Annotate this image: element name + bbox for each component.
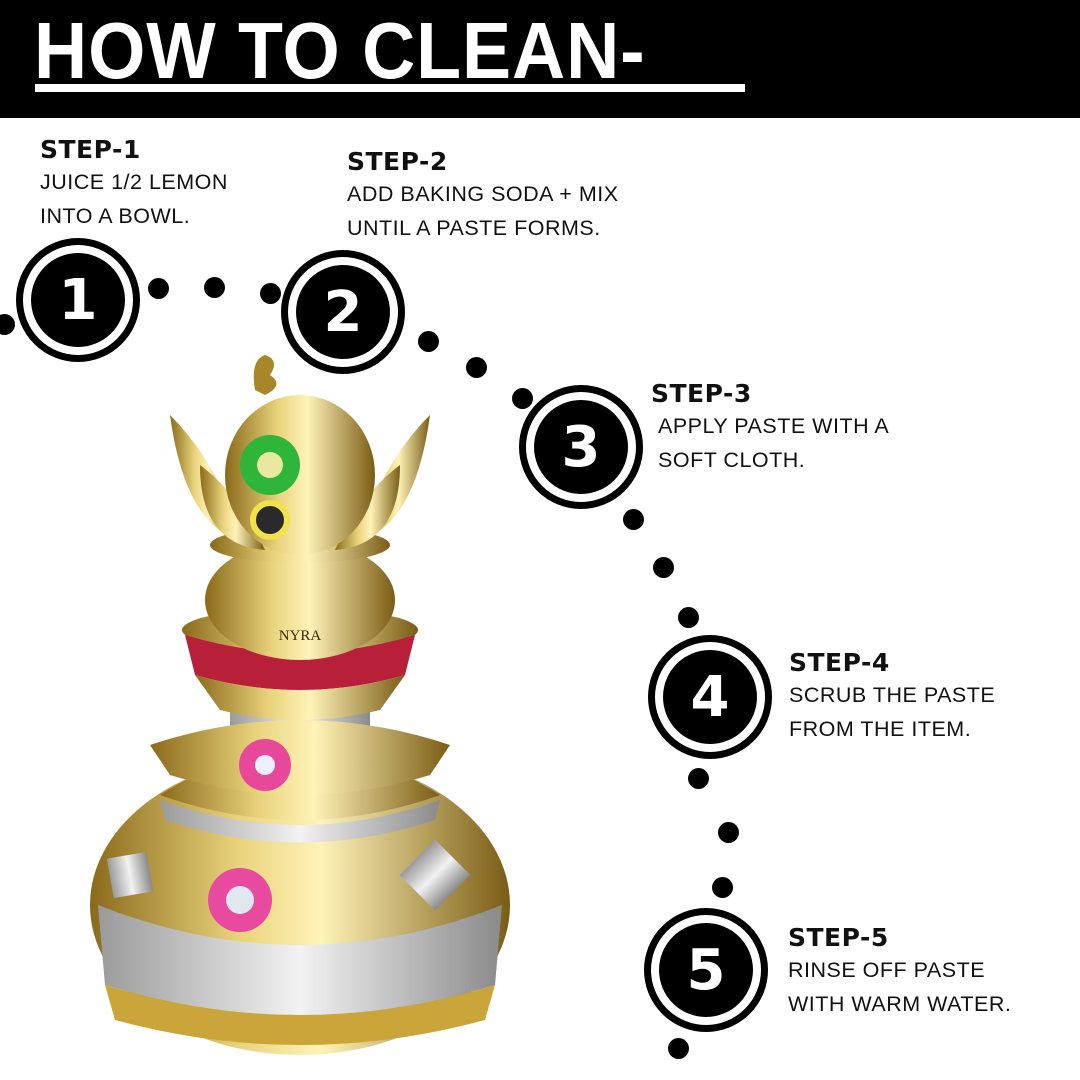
step-4-text: STEP-4 SCRUB THE PASTE FROM THE ITEM.	[789, 648, 995, 746]
path-dot	[718, 822, 739, 843]
path-dot	[653, 557, 674, 578]
step-line: ADD BAKING SODA + MIX	[347, 182, 619, 206]
brand-logo: NYRA	[279, 628, 322, 644]
step-5-badge: 5	[644, 908, 768, 1032]
step-line: SOFT CLOTH.	[658, 448, 806, 472]
path-dot	[512, 388, 533, 409]
step-title: STEP-2	[347, 147, 448, 176]
path-dot	[0, 314, 15, 335]
step-number: 3	[534, 400, 628, 494]
step-line: INTO A BOWL.	[40, 204, 191, 228]
step-number: 2	[296, 265, 390, 359]
step-line: FROM THE ITEM.	[789, 717, 972, 741]
path-dot	[623, 509, 644, 530]
step-line: JUICE 1/2 LEMON	[40, 170, 228, 194]
path-dot	[418, 331, 439, 352]
step-line: RINSE OFF PASTE	[788, 958, 986, 982]
brass-kalash-image: NYRA	[90, 355, 510, 1055]
step-2-badge: 2	[281, 250, 405, 374]
step-line: WITH WARM WATER.	[788, 992, 1012, 1016]
header-banner: HOW TO CLEAN-	[0, 0, 1080, 118]
path-dot	[668, 1038, 689, 1059]
title-underline	[35, 84, 745, 92]
path-dot	[148, 278, 169, 299]
path-dot	[466, 357, 487, 378]
path-dot	[678, 607, 699, 628]
step-4-badge: 4	[648, 635, 772, 759]
step-number: 5	[659, 923, 753, 1017]
step-title: STEP-5	[788, 923, 889, 952]
path-dot	[204, 277, 225, 298]
step-1-text: STEP-1 JUICE 1/2 LEMON INTO A BOWL.	[40, 135, 228, 233]
step-5-text: STEP-5 RINSE OFF PASTE WITH WARM WATER.	[788, 923, 1011, 1021]
step-3-badge: 3	[519, 385, 643, 509]
step-2-text: STEP-2 ADD BAKING SODA + MIX UNTIL A PAS…	[347, 147, 619, 245]
step-line: SCRUB THE PASTE	[789, 683, 996, 707]
step-3-text: STEP-3 APPLY PASTE WITH A SOFT CLOTH.	[651, 379, 889, 477]
step-number: 4	[663, 650, 757, 744]
step-line: APPLY PASTE WITH A	[658, 414, 890, 438]
step-title: STEP-4	[789, 648, 890, 677]
page-title: HOW TO CLEAN-	[34, 6, 646, 95]
path-dot	[712, 877, 733, 898]
step-number: 1	[31, 253, 125, 347]
step-line: UNTIL A PASTE FORMS.	[347, 216, 601, 240]
step-title: STEP-1	[40, 135, 141, 164]
step-1-badge: 1	[16, 238, 140, 362]
path-dot	[688, 768, 709, 789]
step-title: STEP-3	[651, 379, 752, 408]
path-dot	[260, 283, 281, 304]
